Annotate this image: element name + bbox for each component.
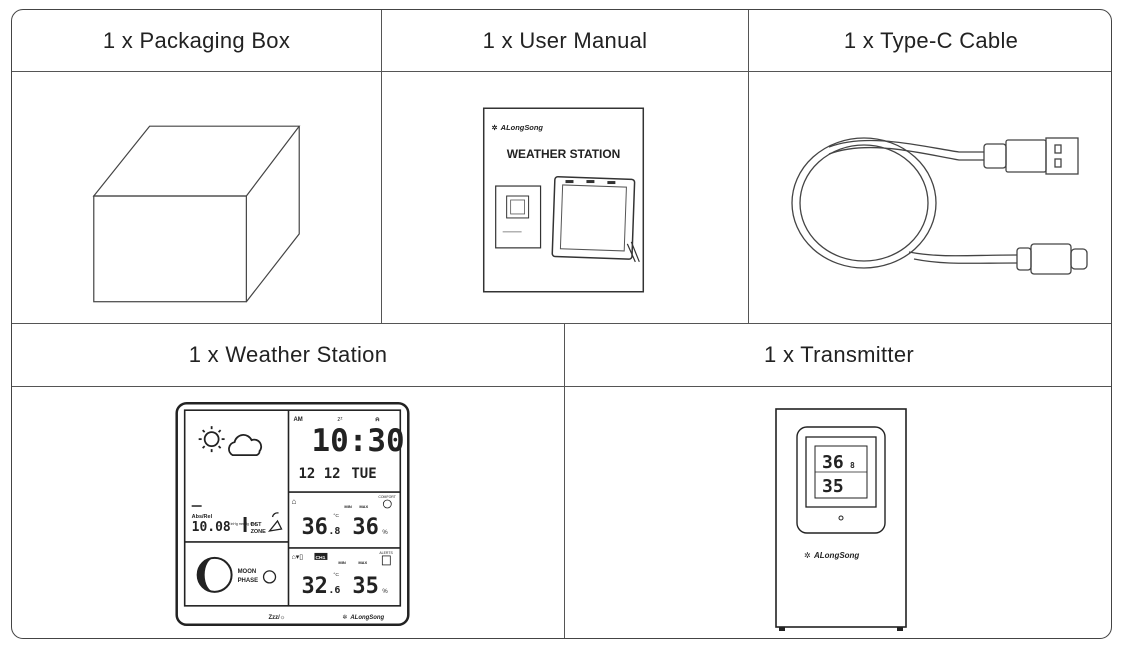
header-label: 1 x User Manual [482, 27, 648, 53]
packaging-box-illustration [92, 125, 301, 302]
zone-label: ZONE [251, 529, 267, 535]
alerts-label: ALERTS [379, 551, 393, 555]
absrel-label: Abs/Rel [192, 514, 213, 520]
header-packaging-box: 1 x Packaging Box [12, 10, 382, 72]
header-user-manual: 1 x User Manual [382, 10, 749, 72]
snooze-light-label: Zzz/☼ [269, 615, 286, 621]
dst-label: DST [251, 522, 263, 528]
channel-label: CH1 [315, 555, 325, 561]
alarm-icon: ⍾ [375, 417, 379, 423]
header-weather-station: 1 x Weather Station [12, 324, 565, 387]
user-manual-cell: ✲ ALongSong WEATHER STATION [382, 72, 749, 324]
header-transmitter: 1 x Transmitter [565, 324, 1111, 387]
transmitter-brand-icon: ✲ [804, 551, 811, 560]
svg-text:✲: ✲ [492, 124, 498, 132]
indoor-humidity-value: 36 [352, 515, 378, 540]
transmitter-brand: ALongSong [813, 551, 859, 560]
am-label: AM [293, 417, 302, 423]
alert-thermometer-icon [381, 555, 391, 566]
station-brand: ALongSong [349, 615, 384, 621]
weather-station-cell: Abs/Rel 10.08 inHg mmHg hPa DST ZONE MOO… [12, 387, 565, 638]
indoor-temp-unit: °C [333, 513, 339, 519]
pressure-value: 10.08 [192, 520, 231, 535]
date-value: 12 12 [298, 466, 340, 482]
indoor-temp-decimal: .8 [328, 526, 340, 537]
header-type-c-cable: 1 x Type-C Cable [749, 10, 1111, 72]
moon-phase-icon [196, 556, 233, 593]
transmitter-temp-decimal: 8 [850, 461, 855, 470]
outdoor-icons: ⌂▾▯ [291, 554, 303, 561]
outdoor-humidity-unit: % [382, 589, 388, 595]
manual-brand: ALongSong [500, 123, 544, 132]
transmitter-led [838, 515, 844, 521]
type-c-cable-illustration [791, 136, 1088, 275]
outdoor-max: MAX [358, 560, 367, 565]
station-brand-icon: ✲ [342, 614, 347, 621]
indoor-humidity-unit: % [382, 530, 388, 536]
time-value: 10:30 [311, 423, 404, 459]
outdoor-temp-decimal: .6 [328, 585, 340, 596]
channel-badge [314, 552, 328, 560]
outdoor-min: MIN [338, 560, 345, 565]
outdoor-temp-value: 32 [301, 574, 327, 599]
moon-label: MOON [238, 569, 257, 575]
comfort-face-icon [382, 499, 392, 509]
transmitter-illustration: 36 8 35 ✲ ALongSong [775, 408, 907, 631]
header-label: 1 x Packaging Box [102, 27, 291, 53]
phase-label: PHASE [238, 578, 259, 584]
indoor-min: MIN [344, 504, 351, 509]
weekday-value: TUE [351, 466, 376, 482]
contents-table: 1 x Packaging Box 1 x User Manual 1 x Ty… [11, 9, 1112, 639]
indoor-temp-value: 36 [301, 515, 327, 540]
home-icon: ⌂ [291, 497, 296, 506]
weather-forecast-icon [198, 426, 263, 457]
user-manual-illustration: ✲ ALongSong WEATHER STATION [482, 106, 645, 292]
indoor-max: MAX [359, 504, 368, 509]
radio-signal-icon [267, 512, 283, 532]
transmitter-humidity-value: 35 [822, 476, 844, 497]
outdoor-temp-unit: °C [333, 572, 339, 578]
pressure-units: inHg mmHg hPa [231, 522, 257, 526]
header-label: 1 x Weather Station [188, 342, 388, 367]
header-label: 1 x Type-C Cable [843, 27, 1019, 53]
header-label: 1 x Transmitter [764, 342, 914, 367]
packaging-box-cell [12, 72, 382, 324]
manual-title: WEATHER STATION [507, 147, 621, 161]
outdoor-humidity-value: 35 [352, 574, 378, 599]
comfort-label: COMFORT [378, 495, 396, 499]
transmitter-temp-value: 36 [822, 452, 844, 473]
moon-face-icon [262, 570, 277, 584]
weather-station-illustration: Abs/Rel 10.08 inHg mmHg hPa DST ZONE MOO… [175, 401, 410, 627]
transmitter-cell: 36 8 35 ✲ ALongSong [565, 387, 1111, 638]
snooze-indicator: zᶻ [337, 417, 342, 423]
type-c-cable-cell [749, 72, 1111, 324]
